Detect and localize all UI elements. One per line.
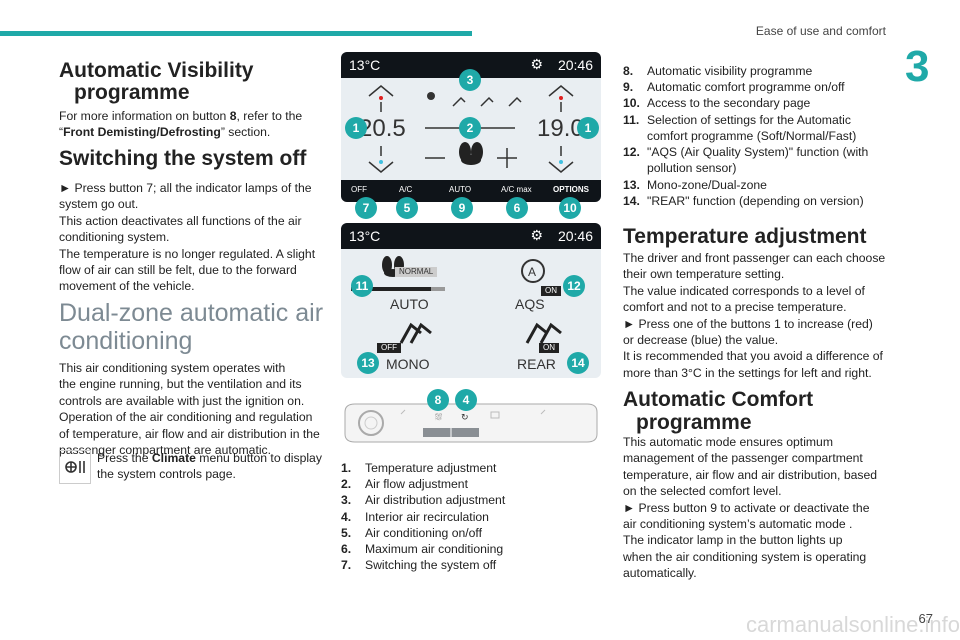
mono-off-indicator: OFF	[377, 343, 401, 353]
badge-5: 5	[396, 197, 418, 219]
right-temp-down-arrow	[548, 161, 574, 173]
clock: 20:46	[557, 57, 593, 73]
screen1-button-bar: OFF A/C AUTO A/C max OPTIONS	[341, 180, 601, 202]
badge-14: 14	[567, 352, 589, 374]
badge-12: 12	[563, 275, 585, 297]
heading-dual-zone-line1: Dual-zone automatic air	[59, 299, 324, 327]
rear-seat-icon	[525, 322, 562, 344]
outside-temperature: 13°C	[349, 228, 381, 244]
rear-label[interactable]: REAR	[517, 356, 556, 372]
heading-visibility-line2: programme	[74, 81, 190, 104]
dual-zone-text: This air conditioning system operates wi…	[59, 361, 320, 458]
visibility-icon: ⛆	[435, 412, 442, 423]
header-accent-bar	[0, 31, 472, 36]
badge-8: 8	[427, 389, 449, 411]
clock: 20:46	[557, 228, 593, 244]
visibility-text-1: For more information on button 8, refer …	[59, 109, 303, 123]
ac-button[interactable]: A/C	[399, 185, 413, 194]
auto-label: AUTO	[390, 296, 429, 312]
visibility-text-2: “Front Demisting/Defrosting” section.	[59, 125, 271, 139]
screen2-graphics: A	[351, 256, 562, 344]
temperature-text: The driver and front passenger can each …	[623, 251, 886, 380]
legend-list-1: 1.Temperature adjustment 2.Air flow adju…	[341, 461, 506, 572]
options-button[interactable]: OPTIONS	[553, 185, 590, 194]
climate-press-text: Press the Climate menu button to display…	[97, 451, 322, 482]
heading-automatic-comfort-line1: Automatic Comfort	[623, 388, 814, 411]
climate-main-screen: 13°C ⚙ 20:46 20.5 19.0 1 1 2 3 OFF A/C A…	[341, 52, 601, 202]
badge-10: 10	[559, 197, 581, 219]
control-panel-drawing: ⛆ ↻	[344, 403, 598, 443]
mono-label[interactable]: MONO	[386, 356, 430, 372]
ac-max-button[interactable]: A/C max	[501, 185, 532, 194]
badge-3: 3	[459, 69, 481, 91]
page-number: 67	[918, 611, 933, 626]
gear-icon[interactable]: ⚙	[530, 56, 543, 72]
heading-temperature-adjustment: Temperature adjustment	[623, 225, 867, 248]
fan-icon	[459, 142, 483, 165]
climate-secondary-screen: 13°C ⚙ 20:46 A NORMAL AUTO AQS ON OFF MO…	[341, 223, 601, 378]
off-button[interactable]: OFF	[351, 185, 367, 194]
section-title: Ease of use and comfort	[755, 24, 886, 38]
left-temp-down-arrow	[368, 161, 394, 173]
gear-icon[interactable]: ⚙	[530, 227, 543, 243]
aqs-label: AQS	[515, 296, 545, 312]
right-temp-up-arrow	[548, 85, 574, 97]
normal-label: NORMAL	[395, 267, 438, 277]
badge-1-left: 1	[345, 117, 367, 139]
badge-6: 6	[506, 197, 528, 219]
heading-dual-zone-line2: conditioning	[59, 327, 193, 355]
badge-9: 9	[451, 197, 473, 219]
badge-2: 2	[459, 117, 481, 139]
rear-on-indicator: ON	[539, 343, 559, 353]
auto-button[interactable]: AUTO	[449, 185, 472, 194]
right-temperature: 19.0	[537, 115, 584, 142]
seat-icon	[399, 322, 432, 344]
screen1-status-bar: 13°C ⚙ 20:46	[341, 52, 601, 78]
left-temp-up-arrow	[368, 85, 394, 97]
recirculation-icon: ↻	[461, 413, 469, 423]
chapter-number: 3	[905, 42, 930, 91]
badge-1-right: 1	[577, 117, 599, 139]
aqs-on-indicator: ON	[541, 286, 561, 296]
watermark: carmanualsonline.info	[745, 612, 960, 637]
screen1-controls-graphic	[368, 85, 574, 173]
screen2-status-bar: 13°C ⚙ 20:46	[341, 223, 601, 249]
legend-list-2: 8.Automatic visibility programme 9.Autom…	[623, 64, 869, 208]
heading-switch-off: Switching the system off	[59, 147, 307, 170]
climate-menu-icon	[59, 450, 91, 484]
badge-7: 7	[355, 197, 377, 219]
badge-4: 4	[455, 389, 477, 411]
outside-temperature: 13°C	[349, 57, 381, 73]
aqs-icon	[521, 259, 545, 283]
heading-automatic-comfort-line2: programme	[636, 411, 752, 434]
svg-text:A: A	[528, 265, 536, 279]
badge-13: 13	[357, 352, 379, 374]
heading-visibility-line1: Automatic Visibility	[59, 59, 254, 82]
switch-off-text: ► Press button 7; all the indicator lamp…	[59, 181, 316, 294]
badge-11: 11	[351, 275, 373, 297]
